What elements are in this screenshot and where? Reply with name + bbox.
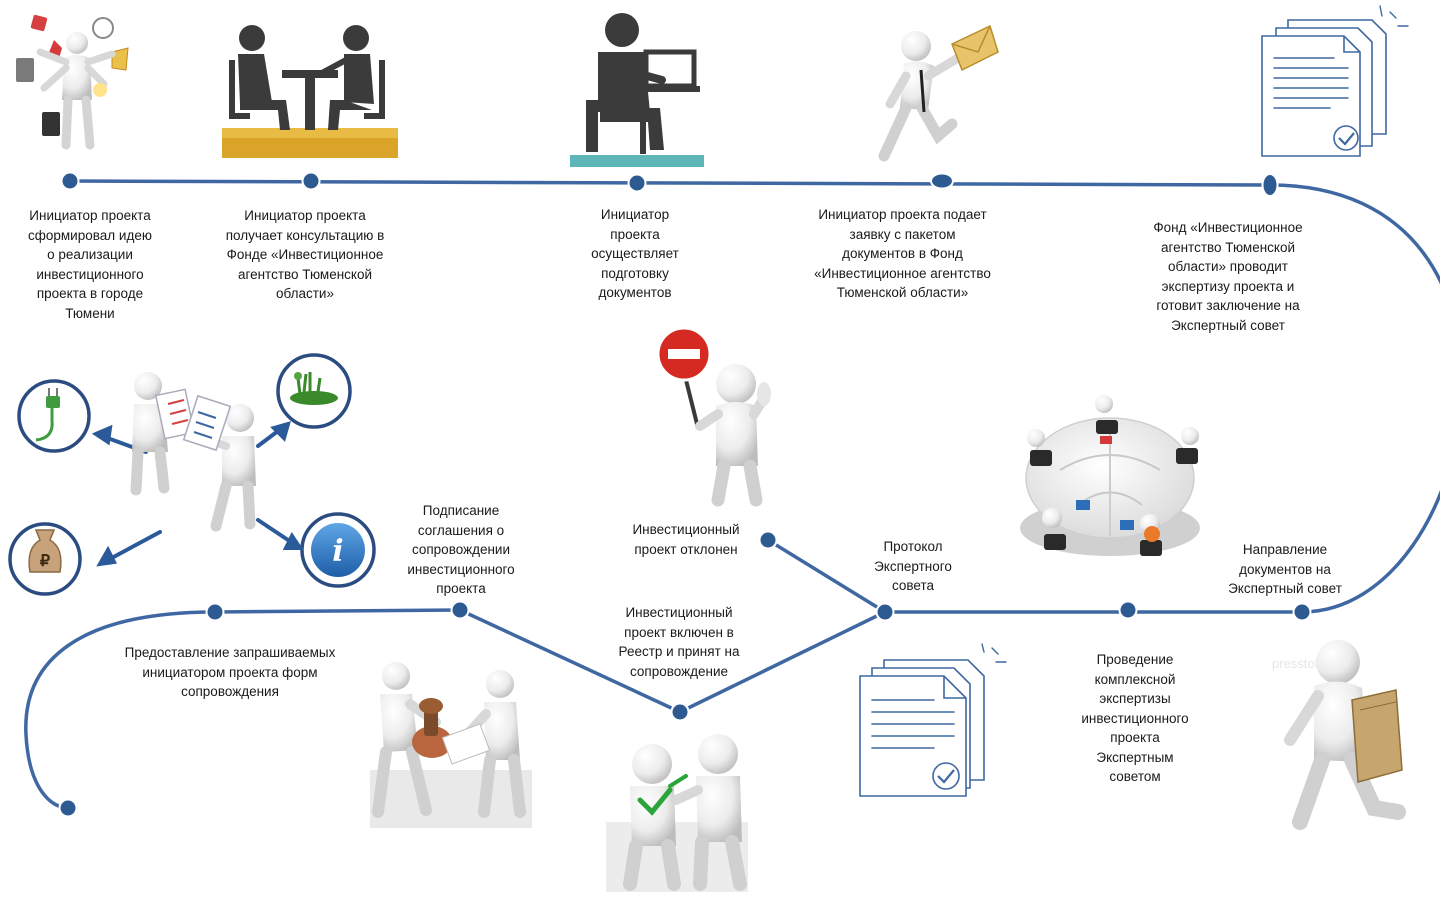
ruble-sign: ₽ — [40, 553, 50, 570]
idea-man-illustration — [16, 14, 129, 150]
support-forms-illustration: ₽ i — [8, 353, 376, 596]
step-label-consultation: Инициатор проекта получает консультацию … — [225, 208, 385, 301]
node-3 — [627, 173, 647, 193]
step-label-send-to-council: Направление документов на Экспертный сов… — [1228, 542, 1342, 596]
node-10 — [670, 702, 690, 722]
path-top — [68, 179, 1440, 614]
step-label-support-forms: Предоставление запрашиваемых инициатором… — [124, 645, 336, 699]
step-label-preparation: Инициатор проекта осуществляет подготовк… — [591, 207, 679, 300]
protocol-document-icon — [859, 643, 1007, 797]
project-accepted-illustration — [606, 734, 748, 892]
node-8 — [875, 602, 895, 622]
node-9 — [758, 530, 778, 550]
node-13 — [58, 798, 78, 818]
documents-transfer-illustration: presstoto — [1272, 640, 1406, 830]
step-label-expertise: Фонд «Инвестиционное агентство Тюменской… — [1153, 220, 1303, 333]
info-letter: i — [332, 534, 343, 569]
step-label-rejected: Инвестиционный проект отклонен — [632, 522, 740, 557]
project-rejected-illustration — [656, 326, 771, 507]
node-7 — [1118, 600, 1138, 620]
application-submission-illustration — [878, 24, 999, 162]
consultation-illustration — [222, 25, 398, 158]
step-label-agreement: Подписание соглашения о сопровождении ин… — [407, 503, 515, 596]
node-5 — [1261, 173, 1279, 197]
expert-conclusion-document-icon — [1261, 5, 1409, 157]
plug-circle-icon — [17, 379, 91, 453]
node-4 — [930, 172, 954, 190]
expert-council-meeting-illustration — [1020, 395, 1200, 556]
step-label-protocol: Протокол Экспертного совета — [874, 539, 952, 593]
step-label-council-review: Проведение комплексной экспертизы инвест… — [1081, 652, 1189, 784]
node-12 — [205, 602, 225, 622]
step-label-idea: Инициатор проекта сформировал идею о реа… — [28, 208, 152, 321]
node-2 — [301, 171, 321, 191]
document-preparation-illustration — [570, 13, 704, 167]
step-label-accepted: Инвестиционный проект включен в Реестр и… — [618, 605, 740, 679]
path-bottom — [24, 608, 462, 810]
node-11 — [450, 600, 470, 620]
path-nodes — [58, 171, 1312, 818]
step-label-application: Инициатор проекта подает заявку с пакето… — [814, 207, 991, 300]
agreement-signing-illustration — [370, 662, 532, 828]
node-6 — [1292, 602, 1312, 622]
path-reject — [766, 538, 887, 614]
watermark-top: presstoto — [1272, 656, 1325, 671]
node-1 — [60, 171, 80, 191]
